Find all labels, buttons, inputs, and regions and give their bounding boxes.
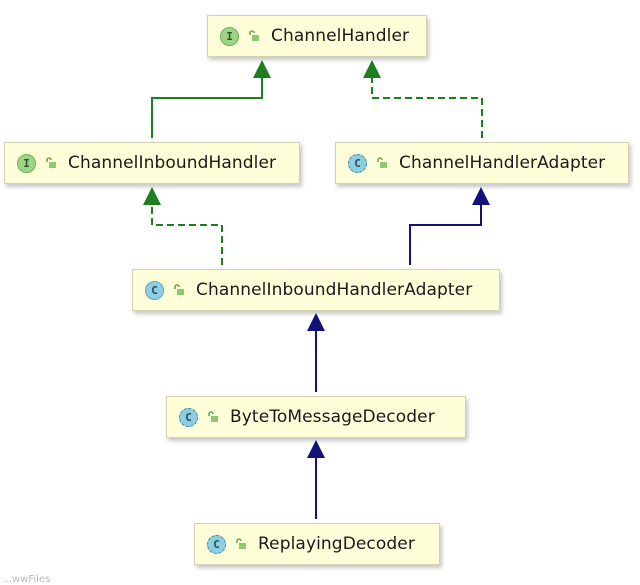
public-access-icon	[377, 157, 387, 168]
node-label: ByteToMessageDecoder	[230, 407, 435, 427]
public-access-icon	[249, 30, 259, 41]
arrowhead-byte-decoder	[307, 440, 325, 458]
node-channel-inbound-handler-adapter[interactable]: C ChannelInboundHandlerAdapter	[132, 269, 500, 311]
arrowhead-inbound-adapter	[307, 313, 325, 331]
node-channel-handler-adapter[interactable]: C ChannelHandlerAdapter	[335, 142, 629, 184]
node-replaying-decoder[interactable]: C ReplayingDecoder	[194, 523, 440, 565]
watermark-text: …wwFiles	[2, 574, 51, 585]
node-label: ReplayingDecoder	[258, 534, 415, 554]
interface-icon: I	[17, 153, 36, 173]
node-channel-inbound-handler[interactable]: I ChannelInboundHandler	[4, 142, 300, 184]
arrowhead-handler-adapter	[472, 187, 490, 205]
abstract-class-icon: C	[348, 153, 367, 173]
arrowhead-inbound-handler	[143, 187, 161, 205]
node-label: ChannelHandlerAdapter	[399, 153, 606, 173]
edge-inbound-adapter-to-inbound-handler	[151, 205, 223, 265]
edge-handler-adapter-to-channel-handler	[371, 78, 483, 138]
node-label: ChannelInboundHandler	[68, 153, 277, 173]
edge-inbound-handler-to-channel-handler	[151, 78, 263, 138]
node-label: ChannelInboundHandlerAdapter	[196, 280, 473, 300]
arrowhead-channel-handler-right	[363, 60, 381, 78]
abstract-class-icon: C	[179, 407, 198, 427]
public-access-icon	[208, 411, 218, 422]
node-label: ChannelHandler	[271, 26, 410, 46]
class-icon: C	[145, 280, 164, 300]
node-byte-to-message-decoder[interactable]: C ByteToMessageDecoder	[166, 396, 466, 438]
interface-icon: I	[220, 26, 239, 46]
edge-inbound-adapter-to-handler-adapter	[409, 205, 482, 265]
public-access-icon	[236, 538, 246, 549]
public-access-icon	[174, 284, 184, 295]
node-channel-handler[interactable]: I ChannelHandler	[207, 15, 427, 57]
public-access-icon	[46, 157, 56, 168]
arrowhead-channel-handler-left	[253, 60, 271, 78]
abstract-class-icon: C	[207, 534, 226, 554]
